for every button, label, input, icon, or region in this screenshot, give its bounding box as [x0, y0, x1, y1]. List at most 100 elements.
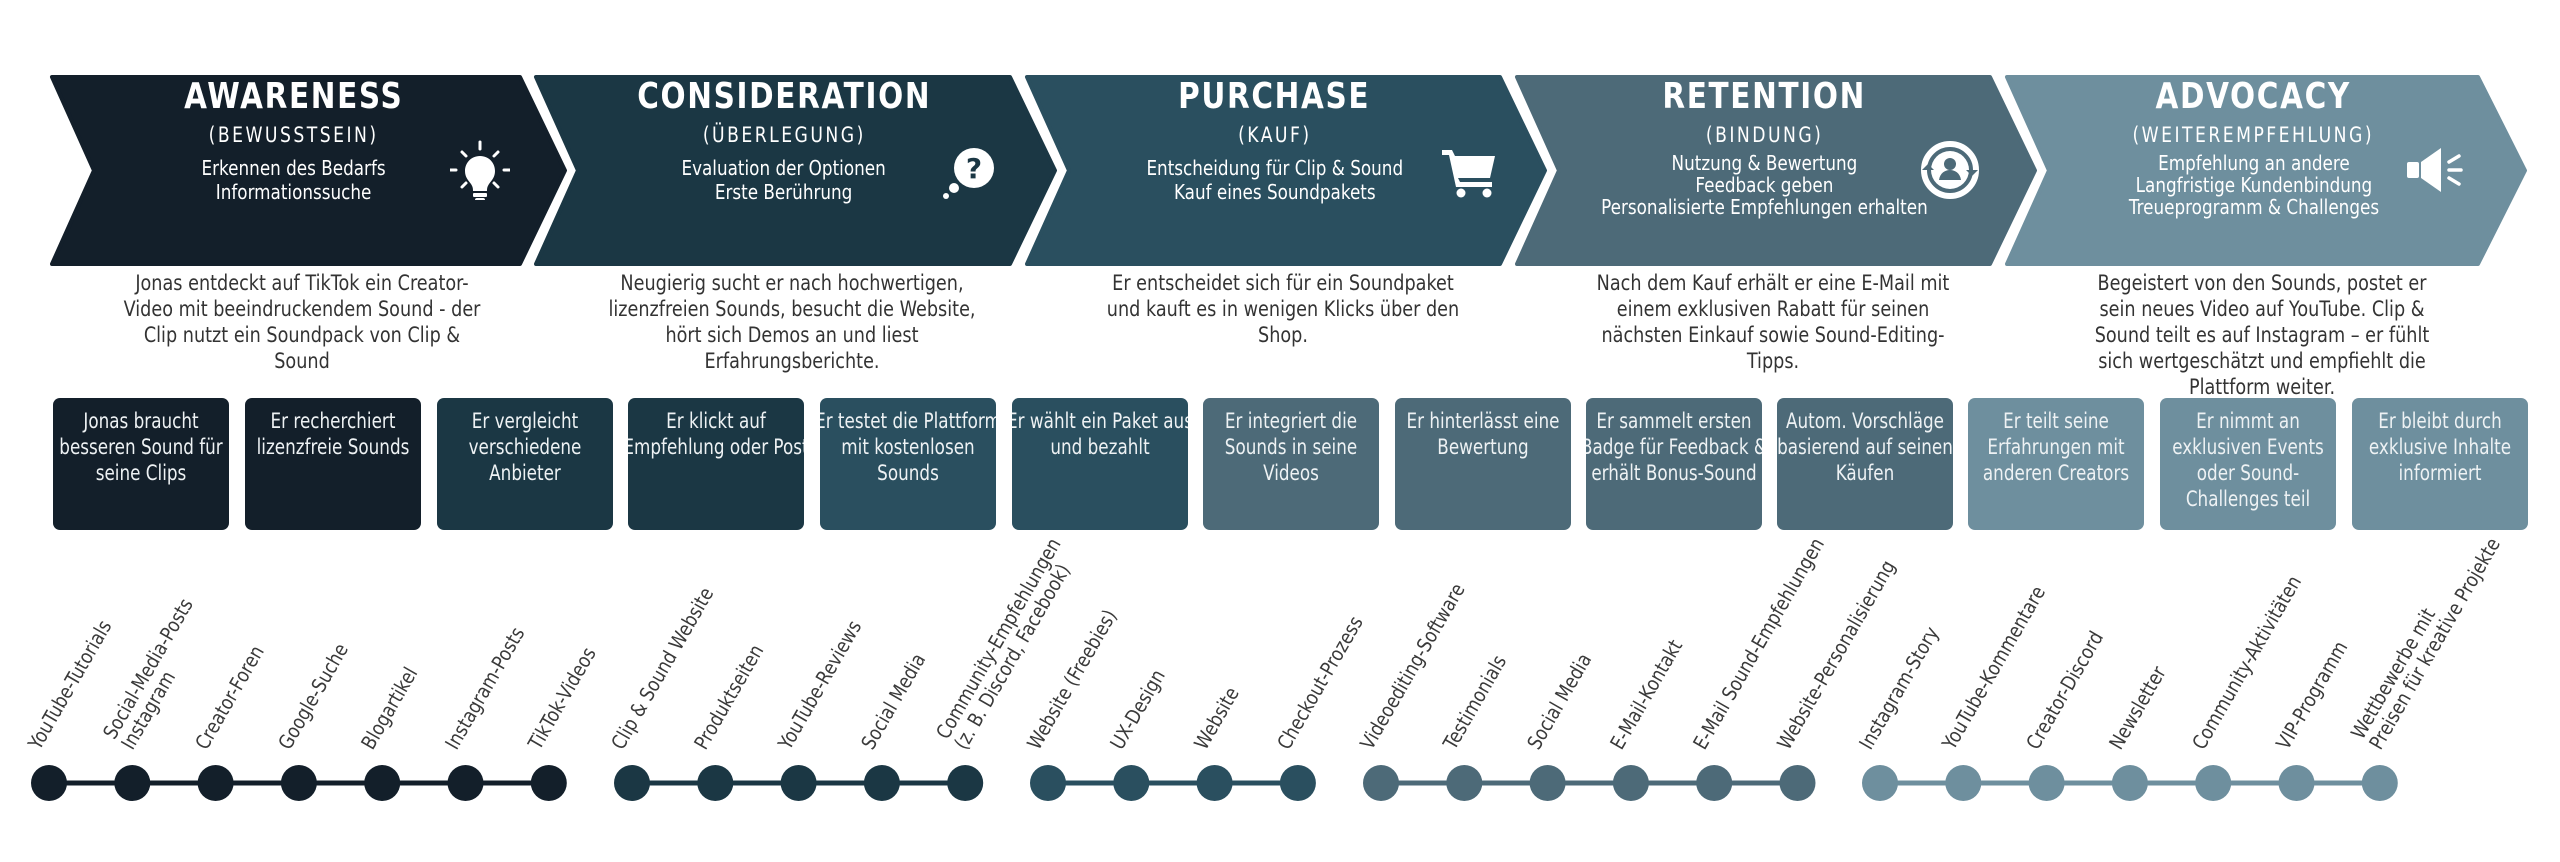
step-card: Er testet die Plattform mit kostenlosen …: [820, 398, 996, 530]
step-card: Jonas braucht besseren Sound für seine C…: [53, 398, 229, 530]
lightbulb-icon: [450, 140, 510, 200]
svg-text:?: ?: [966, 152, 982, 185]
shopping-cart-icon: [1442, 150, 1495, 198]
phase-story-text: Jonas entdeckt auf TikTok ein Creator-Vi…: [123, 271, 481, 373]
step-card-text: Er integriert die Sounds in seine Videos: [1224, 409, 1358, 485]
user-cycle-icon: [1921, 141, 1979, 199]
phase-subtitle: (BINDUNG): [1705, 123, 1824, 147]
touchpoint-node: [114, 765, 151, 801]
phase-story-text: Begeistert von den Sounds, postet er sei…: [2094, 271, 2429, 399]
phase-description-line: Personalisierte Empfehlungen erhalten: [1601, 195, 1928, 219]
touchpoint-node: [1279, 765, 1316, 801]
step-card: Autom. Vorschläge basierend auf seinen K…: [1777, 398, 1953, 530]
touchpoint-node: [2278, 765, 2315, 801]
touchpoint-node: [447, 765, 484, 801]
touchpoint-node: [863, 765, 900, 801]
phase-story-text: Nach dem Kauf erhält er eine E-Mail mit …: [1596, 271, 1949, 373]
touchpoint-node: [1612, 765, 1649, 801]
phase-chevron-consideration: [534, 75, 1057, 266]
step-card: Er sammelt ersten Badge für Feedback & e…: [1586, 398, 1762, 530]
step-card: Er teilt seine Erfahrungen mit anderen C…: [1968, 398, 2144, 530]
step-card-text: Jonas braucht besseren Sound für seine C…: [59, 409, 223, 485]
phase-advocacy: ADVOCACY (WEITEREMPFEHLUNG) Empfehlung an …: [2034, 76, 2474, 266]
phase-description-line: Langfristige Kundenbindung: [2135, 173, 2372, 197]
step-card: Er wählt ein Paket aus und bezahlt: [1012, 398, 1188, 530]
phase-title: CONSIDERATION: [637, 76, 931, 117]
touchpoint-node: [1113, 765, 1150, 801]
phase-purchase: PURCHASE (KAUF) Entscheidung für Clip & So…: [1055, 76, 1495, 266]
step-card-text: Er klickt auf Empfehlung oder Post: [628, 409, 804, 459]
touchpoint-node: [364, 765, 401, 801]
touchpoint-node: [1446, 765, 1483, 801]
touchpoint-node: [1529, 765, 1566, 801]
step-card: Er recherchiert lizenzfreie Sounds: [245, 398, 421, 530]
phase-description-line: Feedback geben: [1695, 173, 1834, 197]
touchpoint-node: [2195, 765, 2232, 801]
phase-description-line: Treueprogramm & Challenges: [2128, 195, 2379, 219]
step-card-text: Er testet die Plattform mit kostenlosen …: [820, 409, 996, 485]
step-card: Er nimmt an exklusiven Events oder Sound…: [2160, 398, 2336, 530]
step-card-text: Er sammelt ersten Badge für Feedback & e…: [1586, 409, 1762, 485]
phase-subtitle: (BEWUSSTSEIN): [209, 123, 379, 147]
phase-description-line: Kauf eines Soundpakets: [1173, 180, 1376, 204]
phase-story-text: Neugierig sucht er nach hochwertigen, li…: [608, 271, 976, 373]
step-card: Er klickt auf Empfehlung oder Post: [628, 398, 804, 530]
touchpoint-node: [197, 765, 234, 801]
phase-description-line: Informationssuche: [216, 180, 372, 204]
touchpoint-node: [1030, 765, 1066, 801]
touchpoint-node: [1196, 765, 1233, 801]
step-card: Er bleibt durch exklusive Inhalte inform…: [2352, 398, 2528, 530]
phase-subtitle: (WEITEREMPFEHLUNG): [2132, 123, 2375, 147]
phase-awareness: AWARENESS (BEWUSSTSEIN) Erkennen des Bedar…: [74, 76, 514, 266]
touchpoint-node: [31, 765, 67, 801]
thought-question-icon: ?: [943, 148, 994, 199]
touchpoint-node: [1363, 765, 1399, 801]
phase-story-text: Er entscheidet sich für ein Soundpaket u…: [1106, 271, 1459, 347]
touchpoint-node: [1862, 765, 1898, 801]
phase-chevron-advocacy: [2005, 75, 2527, 266]
step-card: Er integriert die Sounds in seine Videos: [1203, 398, 1379, 530]
phase-title: PURCHASE: [1178, 76, 1371, 117]
phase-description-line: Evaluation der Optionen: [681, 156, 887, 180]
phase-title: AWARENESS: [184, 76, 404, 117]
step-card-text: Er bleibt durch exklusive Inhalte inform…: [2368, 409, 2512, 485]
touchpoint-node: [780, 765, 817, 801]
touchpoint-node: [1696, 765, 1733, 801]
phase-chevron-purchase: [1025, 75, 1547, 266]
phase-description-line: Empfehlung an andere: [2157, 151, 2350, 175]
phase-subtitle: (ÜBERLEGUNG): [702, 123, 866, 147]
step-card-text: Er wählt ein Paket aus und bezahlt: [1012, 409, 1188, 459]
phase-description-line: Erste Berührung: [715, 180, 853, 204]
touchpoint-node: [614, 765, 650, 801]
phase-subtitle: (KAUF): [1237, 123, 1312, 147]
phase-description-line: Nutzung & Bewertung: [1671, 151, 1858, 175]
touchpoint-node: [2111, 765, 2148, 801]
megaphone-icon: [2407, 148, 2463, 192]
phase-title: ADVOCACY: [2155, 76, 2352, 117]
touchpoint-node: [697, 765, 734, 801]
phase-title: RETENTION: [1662, 76, 1867, 117]
step-card: Er hinterlässt eine Bewertung: [1395, 398, 1571, 530]
phase-story: Jonas entdeckt auf TikTok ein Creator-Vi…: [82, 270, 522, 374]
step-card: Er vergleicht verschiedene Anbieter: [437, 398, 613, 530]
touchpoint-node: [1945, 765, 1982, 801]
phase-story: Nach dem Kauf erhält er eine E-Mail mit …: [1553, 270, 1993, 374]
touchpoint-node: [280, 765, 317, 801]
step-card-text: Er hinterlässt eine Bewertung: [1406, 409, 1560, 459]
touchpoint-node: [947, 765, 984, 801]
phase-chevron-awareness: [50, 75, 567, 266]
step-card-text: Er recherchiert lizenzfreie Sounds: [256, 409, 410, 459]
phase-chevron-retention: [1515, 75, 2037, 266]
phase-story: Begeistert von den Sounds, postet er sei…: [2042, 270, 2482, 400]
phase-story: Neugierig sucht er nach hochwertigen, li…: [572, 270, 1012, 374]
phase-consideration: CONSIDERATION (ÜBERLEGUNG) Evaluation der …: [564, 76, 1004, 266]
touchpoint-node: [530, 765, 567, 801]
